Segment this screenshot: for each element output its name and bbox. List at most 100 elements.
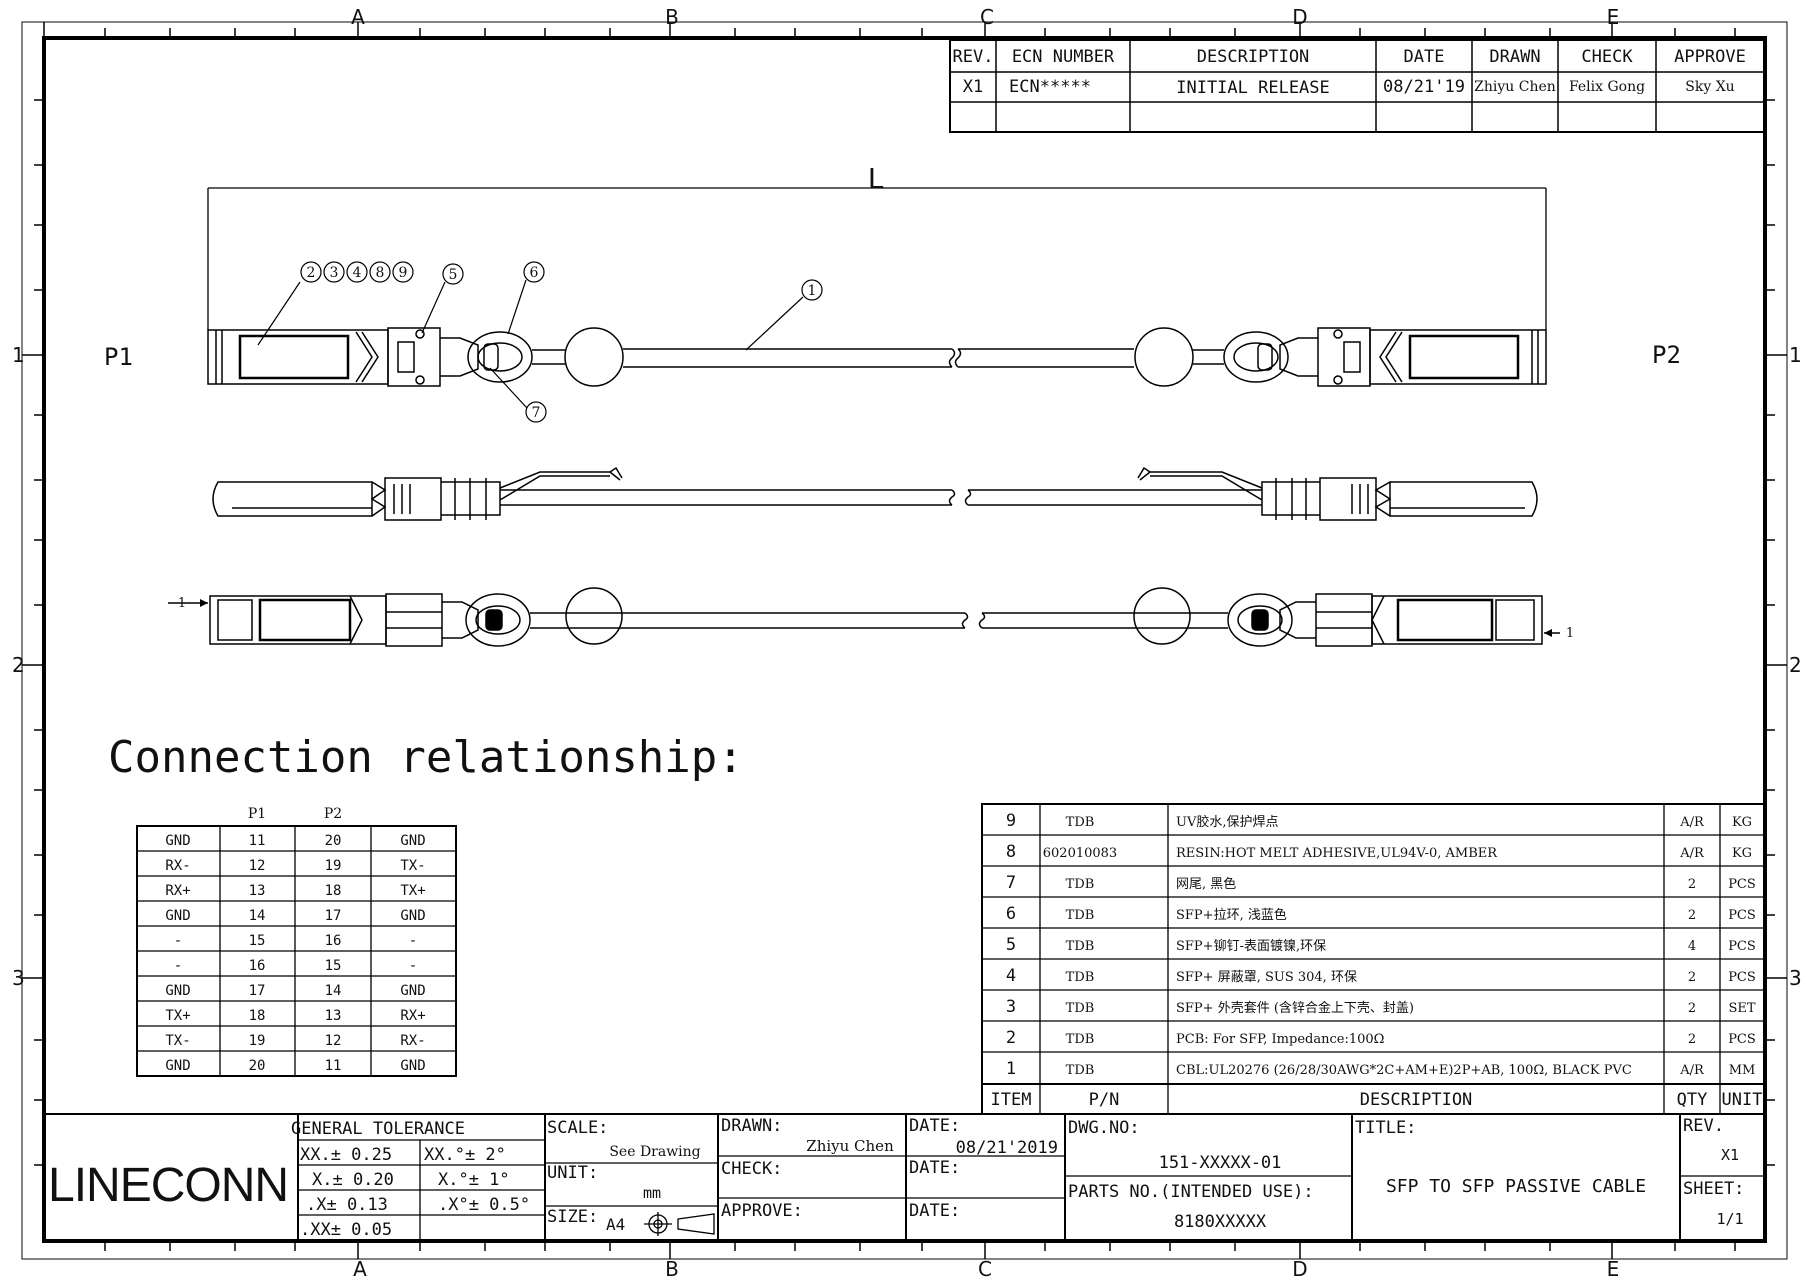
- rev-cell-drawn: Zhiyu Chen: [1474, 79, 1556, 95]
- conn-cell: TX+: [165, 1008, 190, 1024]
- tolerance-dot-x-deg: .X°± 0.5°: [438, 1195, 530, 1215]
- bom-cell-unit: SET: [1728, 1001, 1755, 1016]
- cable-bottom-view: [168, 587, 1560, 647]
- rev-cell-check: Felix Gong: [1569, 79, 1645, 95]
- tolerance-dot-x: .X± 0.13: [306, 1195, 388, 1215]
- balloon-2: 2: [307, 265, 316, 281]
- conn-cell: 18: [249, 1008, 266, 1024]
- tolerance-x-deg: X.°± 1°: [438, 1170, 510, 1190]
- inner-frame: [42, 36, 1767, 1243]
- size-value: A4: [606, 1215, 625, 1234]
- bom-cell-unit: KG: [1732, 815, 1752, 830]
- bom-cell-unit: MM: [1729, 1063, 1756, 1078]
- bom-footer-item: ITEM: [991, 1090, 1032, 1110]
- projection-symbol-icon: [644, 1212, 715, 1236]
- bom-cell-unit: PCS: [1728, 1032, 1756, 1047]
- bom-cell-pn: TDB: [1066, 815, 1095, 830]
- bom-cell-item: 9: [1006, 811, 1016, 831]
- pin1-arrow-right: [1544, 629, 1552, 637]
- bom-cell-pn: TDB: [1066, 1001, 1095, 1016]
- tolerance-dot-xx: .XX± 0.05: [300, 1220, 392, 1240]
- zone-bottom-d: D: [1292, 1257, 1307, 1281]
- bom-cell-desc: RESIN:HOT MELT ADHESIVE,UL94V-0, AMBER: [1176, 846, 1498, 861]
- bom-cell-pn: TDB: [1066, 970, 1095, 985]
- conn-cell: 17: [249, 983, 266, 999]
- conn-cell: TX-: [400, 858, 425, 874]
- bom-cell-unit: PCS: [1728, 970, 1756, 985]
- tolerance-title: GENERAL TOLERANCE: [291, 1119, 465, 1139]
- check-label: CHECK:: [721, 1159, 782, 1179]
- bom-footer-description: DESCRIPTION: [1360, 1090, 1473, 1110]
- bom-cell-item: 7: [1006, 873, 1016, 893]
- bom-cell-pn: TDB: [1066, 939, 1095, 954]
- conn-cell: 15: [249, 933, 266, 949]
- conn-cell: TX-: [165, 1033, 190, 1049]
- parts-value: 8180XXXXX: [1174, 1212, 1267, 1232]
- length-dimension: [207, 187, 1547, 330]
- zone-top-d: D: [1292, 5, 1307, 29]
- rev-value: X1: [1721, 1146, 1739, 1164]
- conn-cell: RX-: [165, 858, 190, 874]
- bom-cell-desc: SFP+ 屏蔽罩, SUS 304, 环保: [1176, 970, 1357, 985]
- bom-cell-unit: PCS: [1728, 908, 1756, 923]
- bom-footer-pn: P/N: [1089, 1090, 1120, 1110]
- conn-cell: 20: [249, 1058, 266, 1074]
- bom-cell-item: 2: [1006, 1028, 1016, 1048]
- conn-cell: 15: [325, 958, 342, 974]
- conn-cell: -: [174, 958, 182, 974]
- balloon-3: 3: [330, 265, 339, 281]
- scale-label: SCALE:: [547, 1118, 608, 1138]
- bom-cell-qty: 2: [1688, 970, 1696, 985]
- zone-right-1: 1: [1789, 343, 1802, 367]
- zone-left-2: 2: [12, 653, 25, 677]
- bom-cell-pn: 602010083: [1043, 846, 1117, 861]
- bom-cell-pn: TDB: [1066, 1032, 1095, 1047]
- tolerance-xx: XX.± 0.25: [300, 1145, 392, 1165]
- rev-cell-rev: X1: [963, 77, 983, 97]
- conn-cell: 13: [325, 1008, 342, 1024]
- bom-cell-unit: KG: [1732, 846, 1752, 861]
- connection-title: Connection relationship:: [108, 732, 744, 783]
- balloon-8: 8: [376, 265, 385, 281]
- bom-cell-item: 5: [1006, 935, 1016, 955]
- conn-cell: RX+: [165, 883, 190, 899]
- conn-cell: 19: [249, 1033, 266, 1049]
- conn-cell: 11: [325, 1058, 342, 1074]
- conn-cell: 12: [325, 1033, 342, 1049]
- bom-cell-item: 4: [1006, 966, 1016, 986]
- bom-cell-desc: 网尾, 黑色: [1176, 876, 1236, 892]
- tolerance-xx-deg: XX.°± 2°: [424, 1145, 506, 1165]
- zone-top-a: A: [351, 5, 365, 29]
- bom-cell-item: 3: [1006, 997, 1016, 1017]
- conn-cell: 14: [325, 983, 342, 999]
- dwg-label: DWG.NO:: [1068, 1118, 1140, 1138]
- rev-cell-ecn: ECN*****: [1009, 77, 1091, 97]
- conn-cell: 19: [325, 858, 342, 874]
- sheet-label: SHEET:: [1683, 1179, 1744, 1199]
- conn-cell: -: [174, 933, 182, 949]
- pin1-label-right: 1: [1566, 626, 1574, 641]
- end-label-p2: P2: [1652, 341, 1681, 369]
- zone-right-2: 2: [1789, 653, 1802, 677]
- bom-cell-desc: UV胶水,保护焊点: [1176, 814, 1278, 830]
- rev-header-description: DESCRIPTION: [1197, 47, 1310, 67]
- bom-cell-qty: 2: [1688, 877, 1696, 892]
- conn-header-p1: P1: [248, 806, 266, 822]
- cable-top-view: [207, 327, 1547, 387]
- conn-cell: 18: [325, 883, 342, 899]
- parts-label: PARTS NO.(INTENDED USE):: [1068, 1182, 1314, 1202]
- bom-footer-unit: UNIT: [1722, 1090, 1763, 1110]
- zone-left-3: 3: [12, 966, 25, 990]
- conn-cell: 16: [325, 933, 342, 949]
- approve-label: APPROVE:: [721, 1201, 803, 1221]
- sheet-value: 1/1: [1716, 1210, 1743, 1228]
- rev-label: REV.: [1683, 1116, 1724, 1136]
- conn-cell: GND: [400, 1058, 425, 1074]
- conn-cell: GND: [400, 983, 425, 999]
- conn-cell: 16: [249, 958, 266, 974]
- size-label: SIZE:: [547, 1207, 598, 1227]
- balloon-9: 9: [399, 265, 408, 281]
- rev-header-drawn: DRAWN: [1489, 47, 1540, 67]
